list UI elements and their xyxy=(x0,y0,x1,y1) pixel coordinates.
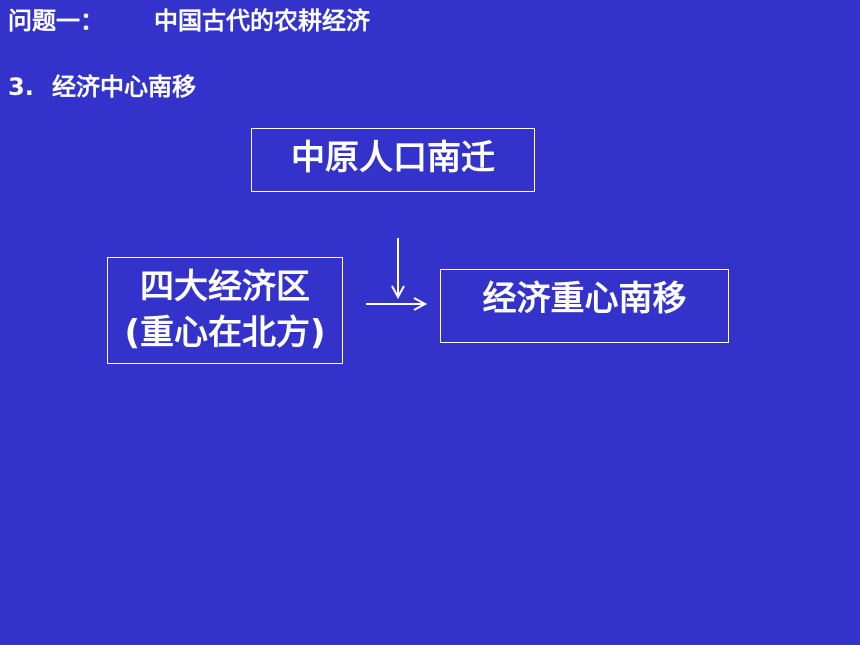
page-title: 中国古代的农耕经济 xyxy=(154,7,370,35)
node-four-economic-regions-label: 四大经济区 xyxy=(140,267,310,307)
node-economic-center-shift: 经济重心南移 xyxy=(440,269,729,343)
node-four-economic-regions: 四大经济区 (重心在北方) xyxy=(107,257,343,364)
arrow-down xyxy=(391,238,405,300)
section-title: 经济中心南移 xyxy=(52,73,196,101)
node-population-migration: 中原人口南迁 xyxy=(251,128,535,192)
section-number: 3. xyxy=(8,73,34,101)
arrow-right xyxy=(366,297,428,311)
node-population-migration-label: 中原人口南迁 xyxy=(291,138,495,178)
question-label: 问题一： xyxy=(8,7,104,35)
node-economic-center-shift-label: 经济重心南移 xyxy=(482,279,687,319)
node-four-economic-regions-note: (重心在北方) xyxy=(124,313,326,353)
